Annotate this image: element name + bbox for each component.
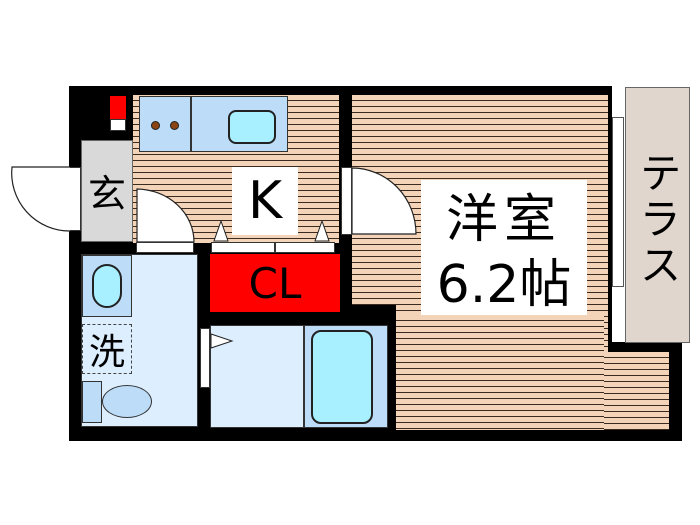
closet-door-right[interactable] [275, 242, 335, 253]
entrance-area [81, 140, 133, 242]
stove-burner-icon [170, 121, 179, 130]
kitchen-counter-stove [139, 96, 191, 152]
terrace-label: テラス [633, 151, 682, 289]
western-room-label-box [421, 180, 587, 315]
toilet-tank [82, 381, 102, 423]
terrace [625, 87, 690, 343]
bathtub-icon [311, 330, 373, 424]
bathroom-door[interactable] [200, 328, 210, 388]
western-room-door-swing-icon [352, 167, 417, 235]
western-room-floor-lower [394, 315, 604, 430]
closet-door-left[interactable] [211, 242, 275, 253]
closet-door-arrow-icon [314, 220, 330, 242]
closet-door-arrow-icon [213, 220, 229, 242]
western-room-label: 洋室 [445, 189, 562, 250]
kitchen-door-swing-icon [136, 188, 195, 243]
small-door [110, 119, 126, 131]
western-room-size: 6.2帖 [436, 254, 572, 315]
toilet-bowl-icon [102, 385, 152, 418]
kitchen-label: K [232, 167, 298, 235]
washroom-door-opening[interactable] [136, 242, 194, 253]
washroom-label: 洗 [82, 324, 132, 374]
western-room-door-opening[interactable] [341, 167, 352, 235]
washbasin-icon [92, 264, 122, 308]
front-door-swing-icon [11, 166, 71, 232]
closet: CL [210, 254, 340, 312]
entrance-label: 玄 [87, 171, 126, 216]
western-room-floor-extension [600, 352, 669, 430]
door-arrow-icon [210, 333, 234, 349]
stove-burner-icon [151, 121, 160, 130]
fridge-marker [110, 96, 126, 119]
kitchen-sink-icon [228, 110, 276, 144]
terrace-window[interactable] [612, 117, 624, 287]
